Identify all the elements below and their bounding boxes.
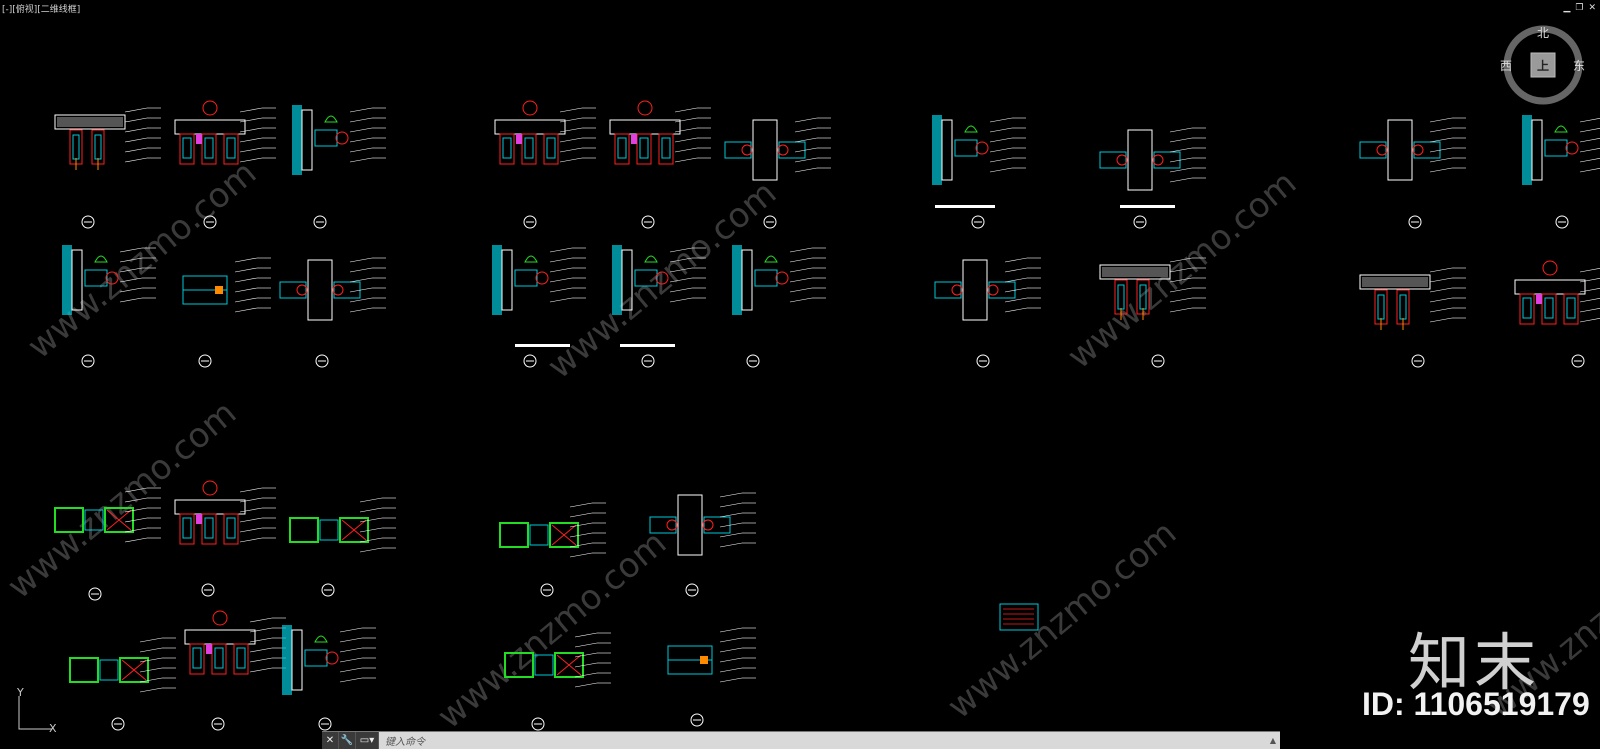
detail-marker [641, 354, 655, 368]
detail-marker [1555, 215, 1569, 229]
detail-drawing [174, 480, 276, 545]
detail-marker [523, 215, 537, 229]
detail-marker [1411, 354, 1425, 368]
close-icon[interactable]: ✕ [322, 732, 339, 749]
detail-marker [1151, 354, 1165, 368]
detail-drawing [54, 107, 161, 170]
title-block [999, 603, 1039, 631]
detail-drawing [1359, 267, 1466, 330]
detail-drawing [289, 497, 396, 553]
restore-icon[interactable]: ❐ [1575, 3, 1584, 13]
viewcube-compass-icon [1503, 25, 1583, 105]
detail-marker [81, 354, 95, 368]
detail-marker [523, 354, 537, 368]
detail-marker [685, 583, 699, 597]
watermark-layer: www.znzmo.com www.znzmo.com www.znzmo.com w… [0, 153, 1600, 737]
detail-drawing [492, 245, 586, 315]
command-history-icon[interactable]: ▭▾ [356, 732, 379, 749]
detail-drawing [1099, 127, 1206, 191]
detail-marker [1133, 215, 1147, 229]
detail-marker [1408, 215, 1422, 229]
watermark-text: www.znzmo.com [540, 173, 784, 387]
ucs-icon [18, 696, 52, 730]
viewcube[interactable]: 北 西 东 上 [1500, 22, 1586, 108]
title-bar [620, 344, 675, 347]
title-bar [515, 344, 570, 347]
detail-marker [203, 215, 217, 229]
scroll-up-icon[interactable]: ▲ [1269, 736, 1277, 745]
detail-drawing [609, 100, 711, 165]
detail-marker [111, 717, 125, 731]
watermark-logo: 知末 [1408, 626, 1541, 699]
detail-drawing [612, 245, 706, 315]
detail-marker [976, 354, 990, 368]
detail-marker [690, 713, 704, 727]
detail-marker [971, 215, 985, 229]
wrench-icon[interactable]: 🔧 [339, 732, 356, 749]
detail-marker [321, 583, 335, 597]
detail-marker [1571, 354, 1585, 368]
detail-drawing [504, 632, 611, 688]
detail-drawing [1099, 257, 1206, 320]
detail-drawings [54, 100, 1600, 731]
detail-drawing [69, 637, 176, 693]
detail-marker [318, 717, 332, 731]
detail-drawing [934, 257, 1041, 321]
watermark-text: www.znzmo.com [20, 153, 264, 367]
watermark-id: ID: 1106519179 [1362, 686, 1590, 722]
viewcube-west[interactable]: 西 [1500, 59, 1513, 73]
detail-marker [201, 583, 215, 597]
title-bar [1120, 205, 1175, 208]
detail-drawing [279, 257, 386, 321]
minimize-icon[interactable]: ▁ [1563, 3, 1571, 13]
detail-drawing [292, 105, 386, 175]
detail-drawing [1522, 115, 1600, 185]
watermark-text: www.znzmo.com [940, 513, 1184, 727]
detail-drawing [174, 100, 276, 165]
detail-drawing [649, 492, 756, 556]
detail-marker [211, 717, 225, 731]
title-bar [935, 205, 995, 208]
detail-marker [313, 215, 327, 229]
detail-drawing [182, 257, 271, 313]
viewcube-east[interactable]: 东 [1573, 59, 1586, 73]
detail-drawing [724, 117, 831, 181]
detail-drawing [932, 115, 1026, 185]
close-icon[interactable]: ✕ [1588, 3, 1596, 13]
detail-drawing [494, 100, 596, 165]
detail-drawing [62, 245, 156, 315]
viewcube-face-top[interactable]: 上 [1537, 59, 1550, 73]
detail-marker [198, 354, 212, 368]
detail-marker [763, 215, 777, 229]
detail-marker [746, 354, 760, 368]
ucs-y-label: Y [17, 686, 24, 699]
command-line: ✕ 🔧 ▭▾ 键入命令 ▲ [322, 731, 1280, 749]
detail-drawing [732, 245, 826, 315]
detail-marker [88, 587, 102, 601]
detail-marker [531, 717, 545, 731]
detail-marker [540, 583, 554, 597]
detail-drawing [184, 610, 286, 675]
ucs-x-label: X [49, 722, 57, 735]
detail-drawing [667, 627, 756, 683]
detail-marker [641, 215, 655, 229]
detail-drawing [499, 502, 606, 558]
detail-drawing [54, 487, 161, 543]
detail-drawing [282, 625, 376, 695]
detail-drawing [1514, 260, 1600, 325]
viewcube-north[interactable]: 北 [1537, 26, 1550, 40]
detail-marker [315, 354, 329, 368]
detail-drawing [1359, 117, 1466, 181]
detail-marker [81, 215, 95, 229]
window-controls: ▁ ❐ ✕ [1563, 3, 1596, 13]
viewport-label[interactable]: [-][俯视][二维线框] [2, 5, 81, 15]
watermark-text: www.znzmo.com [430, 523, 674, 737]
command-input[interactable]: 键入命令 [385, 737, 425, 748]
